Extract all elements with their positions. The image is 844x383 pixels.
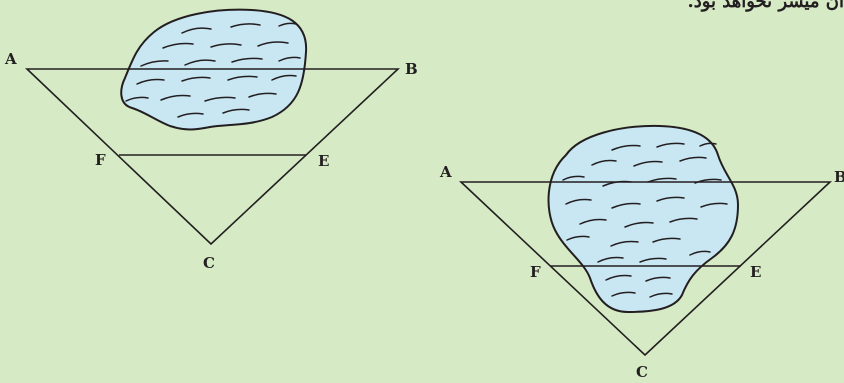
lake-right [547,124,739,313]
label-c-right: C [636,363,648,381]
label-f-left: F [95,151,106,169]
triangle-abc-left [24,68,401,246]
label-e-left: E [318,152,329,170]
lake-left-waves [125,22,301,118]
triangle-abc-right [458,181,833,357]
triangle-left [24,68,401,246]
caption-text: آن میسر نخواهد بود. [687,0,844,12]
figure-right: A B F E C [439,124,844,381]
triangle-right [458,181,833,357]
label-f-right: F [530,263,541,281]
label-b-left: B [405,60,418,78]
lake-right-waves [562,142,728,298]
label-a-right: A [439,163,452,181]
figure-left: A B F E C [4,8,418,272]
label-c-left: C [203,254,215,272]
label-b-right: B [834,168,844,186]
label-e-right: E [750,263,761,281]
label-a-left: A [4,50,17,68]
